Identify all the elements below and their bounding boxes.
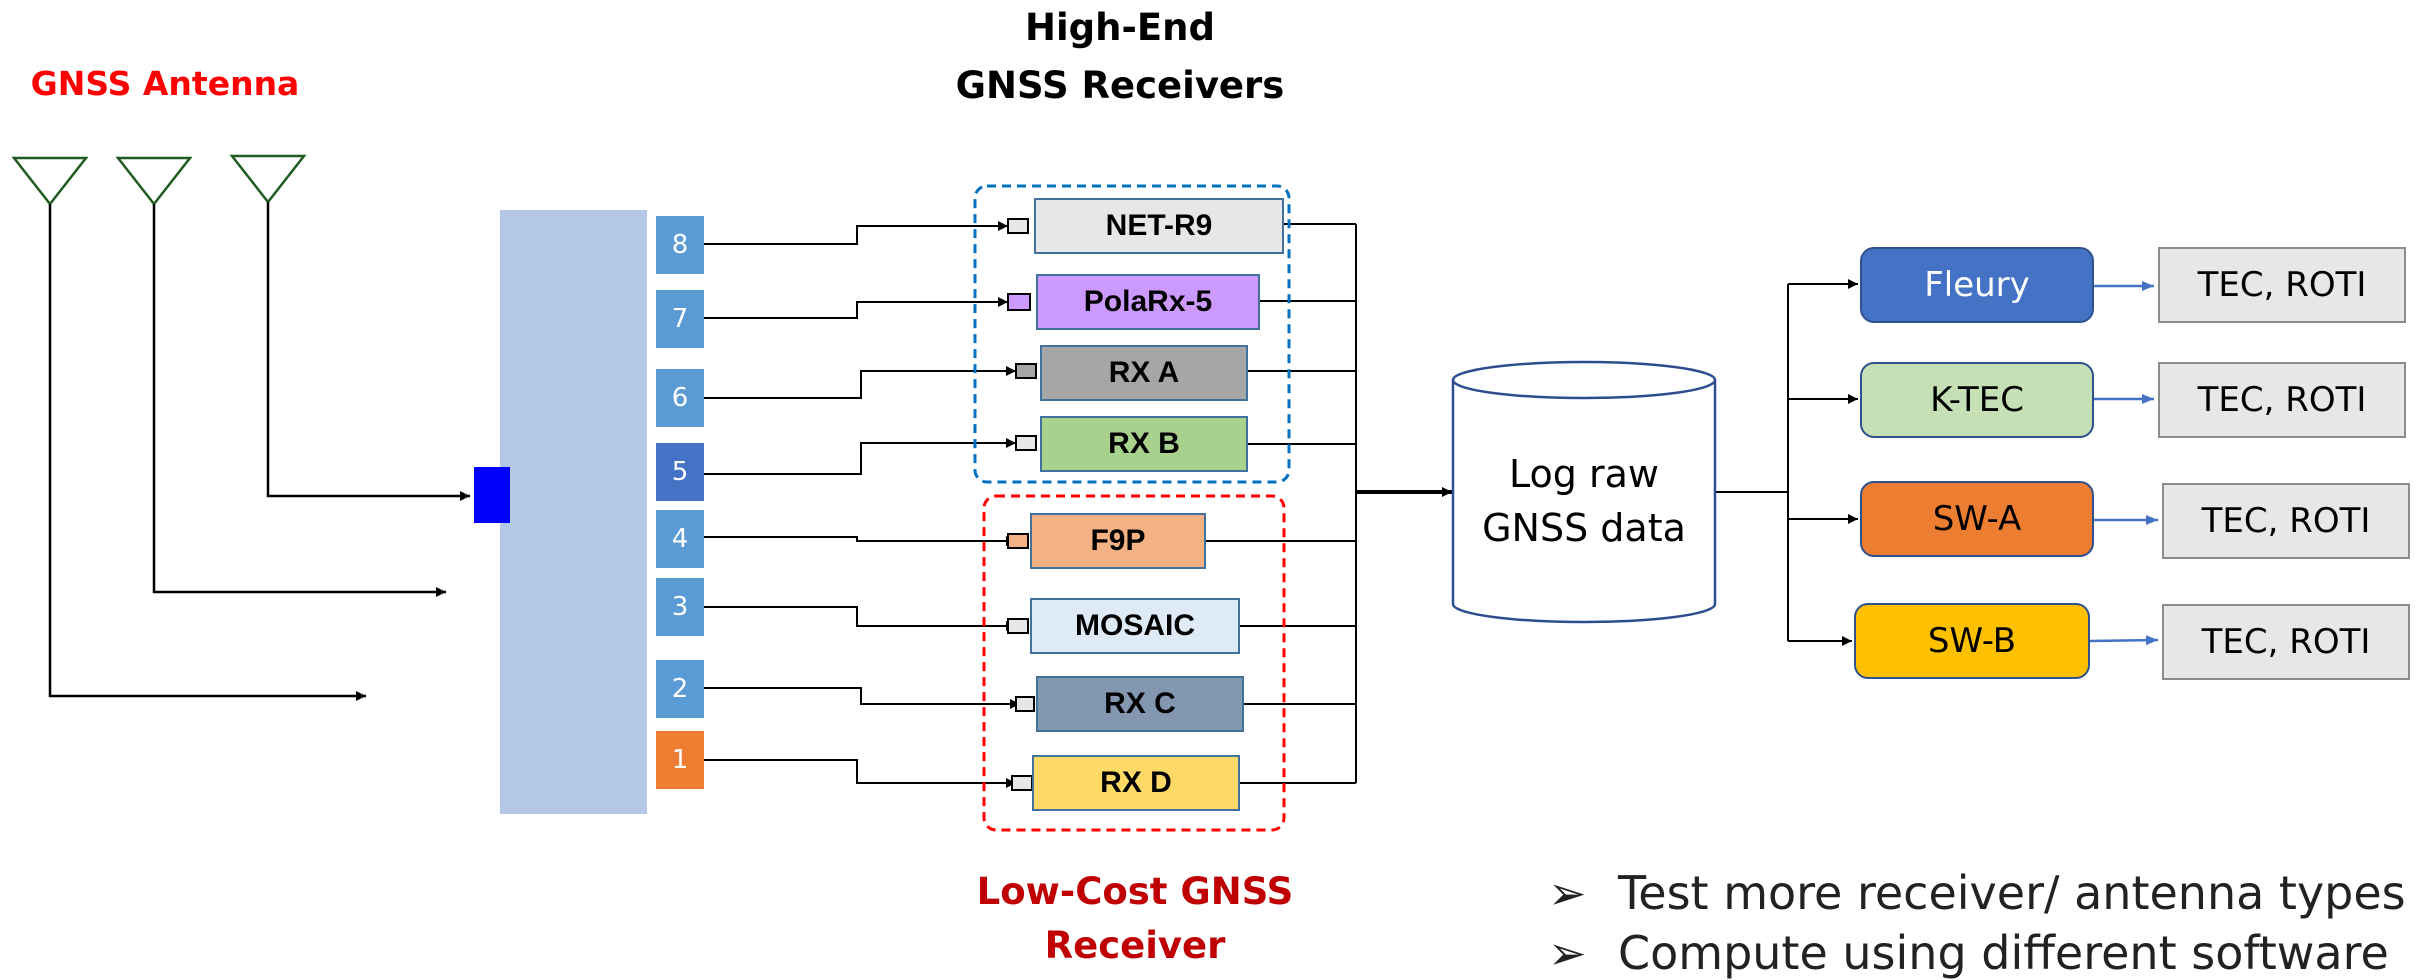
bullet-text: Compute using different software (1618, 926, 2389, 980)
software-fleury: Fleury (1860, 247, 2094, 323)
software-k-tec: K-TEC (1860, 362, 2094, 438)
log-label-line1: Log raw (1509, 452, 1659, 496)
port-5: 5 (656, 443, 704, 501)
antenna-feed-1 (266, 202, 470, 501)
receiver-rx-b: RX B (1040, 416, 1248, 472)
port-8: 8 (656, 216, 704, 274)
low-cost-group (982, 494, 1286, 832)
bullet-text: Test more receiver/ antenna types (1618, 866, 2406, 920)
receiver-rx-c: RX C (1036, 676, 1244, 732)
receiver-rx-d: RX D (1032, 755, 1240, 811)
output-k-tec: TEC, ROTI (2158, 362, 2406, 438)
port-3: 3 (656, 578, 704, 636)
low-cost-title-line1: Low-Cost GNSS (976, 870, 1294, 913)
antenna-feed-3 (48, 204, 366, 701)
port-2: 2 (656, 660, 704, 718)
software-sw-a: SW-A (1860, 481, 2094, 557)
receiver-mosaic: MOSAIC (1030, 598, 1240, 654)
bullet-item: ➢ Test more receiver/ antenna types (1548, 866, 2406, 920)
bullet-marker-icon: ➢ (1548, 866, 1587, 920)
antenna-label: GNSS Antenna (30, 64, 300, 103)
output-sw-b: TEC, ROTI (2162, 604, 2410, 680)
high-end-title-line2: GNSS Receivers (955, 64, 1285, 107)
signal-splitter (500, 210, 647, 814)
port-7: 7 (656, 290, 704, 348)
log-label-line2: GNSS data (1482, 506, 1686, 550)
antenna-feed-2 (152, 204, 446, 597)
bullet-marker-icon: ➢ (1548, 926, 1587, 980)
software-sw-b: SW-B (1854, 603, 2090, 679)
port-1: 1 (656, 731, 704, 789)
log-database (1451, 360, 1717, 624)
antenna-input-port (474, 467, 510, 523)
receiver-net-r9: NET-R9 (1034, 198, 1284, 254)
receiver-rx-a: RX A (1040, 345, 1248, 401)
output-fleury: TEC, ROTI (2158, 247, 2406, 323)
bullet-item: ➢ Compute using different software (1548, 926, 2389, 980)
output-sw-a: TEC, ROTI (2162, 483, 2410, 559)
antenna-icon (11, 154, 307, 207)
port-4: 4 (656, 510, 704, 568)
receiver-polarx-5: PolaRx-5 (1036, 274, 1260, 330)
port-6: 6 (656, 369, 704, 427)
low-cost-title-line2: Receiver (1044, 924, 1226, 967)
receiver-f9p: F9P (1030, 513, 1206, 569)
high-end-title-line1: High-End (1025, 6, 1215, 49)
